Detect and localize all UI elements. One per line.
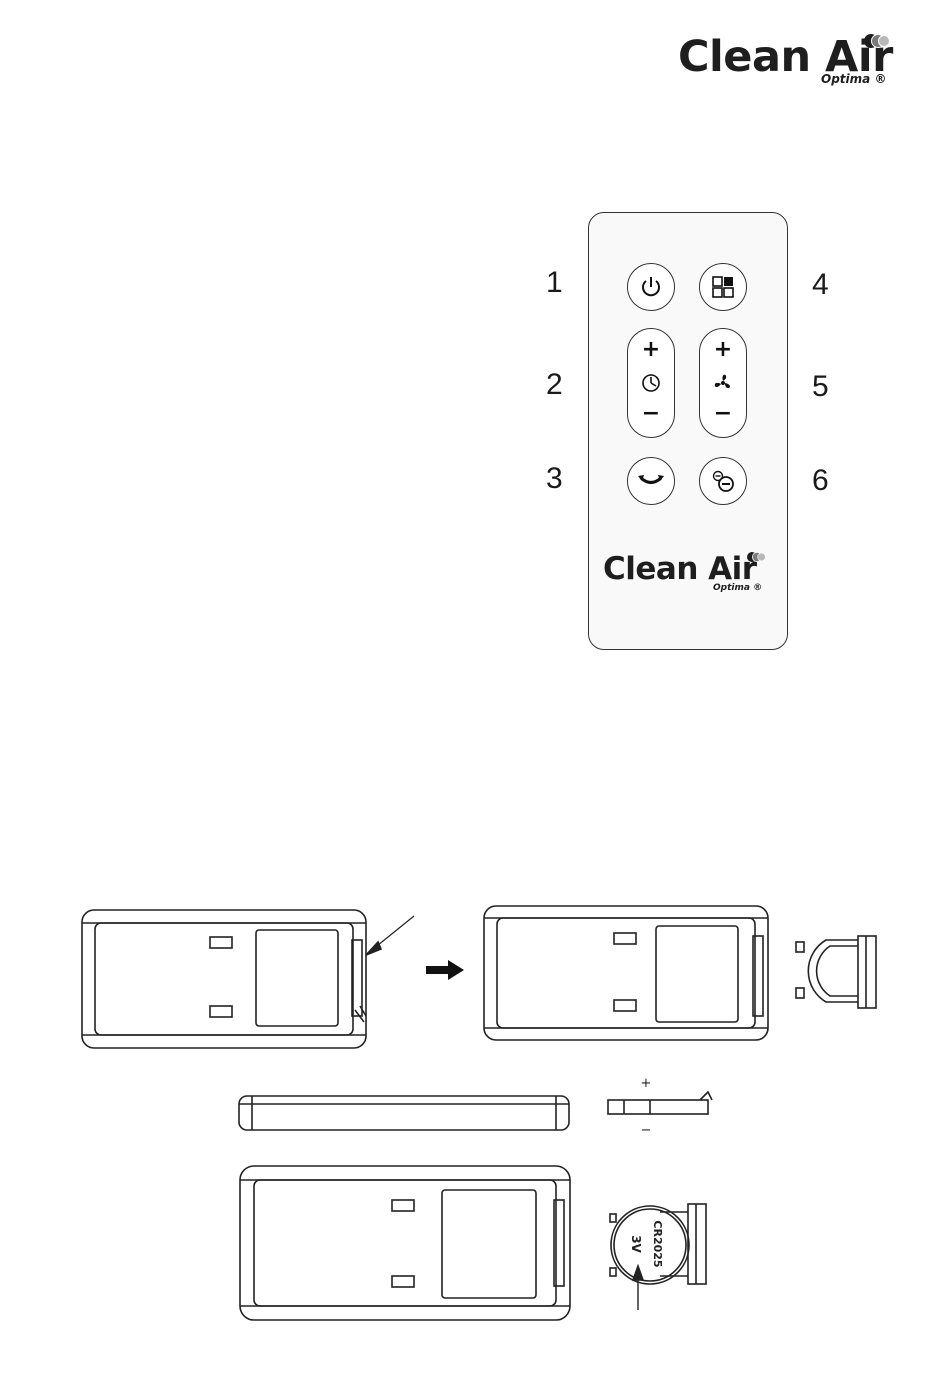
remote-side-view xyxy=(239,1096,569,1130)
coin-model: CR2025 xyxy=(651,1220,664,1267)
step-arrow-icon xyxy=(426,960,464,980)
remote-back-reinsert xyxy=(240,1166,570,1320)
coin-voltage: 3V xyxy=(629,1235,643,1253)
battery-tray xyxy=(796,936,876,1008)
remote-back-open xyxy=(484,906,768,1040)
tray-side-view xyxy=(608,1092,712,1114)
pointer-arrow xyxy=(366,916,414,955)
coin-pointer-arrow xyxy=(633,1266,643,1310)
remote-back-closed xyxy=(82,910,366,1048)
polarity-minus: − xyxy=(641,1123,652,1138)
polarity-plus: + xyxy=(641,1076,652,1091)
